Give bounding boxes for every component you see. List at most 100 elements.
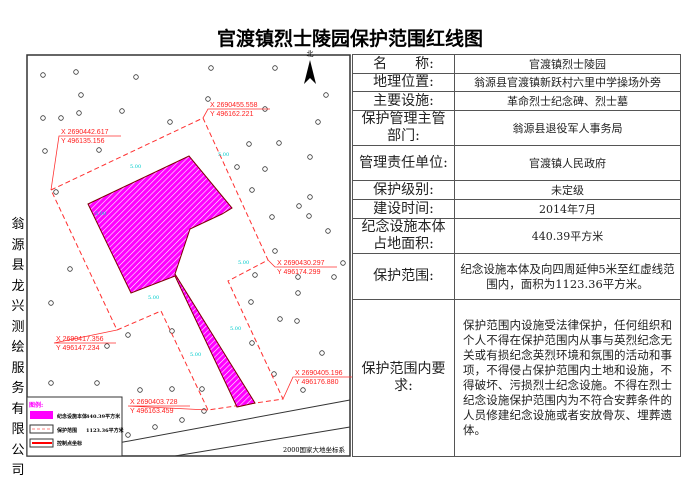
- coord-x: X 2690417.356: [56, 336, 104, 343]
- grave-circle: [94, 380, 100, 386]
- row-label: 建设时间:: [352, 199, 455, 219]
- grave-circle: [315, 119, 321, 125]
- memorial-facility: [87, 155, 256, 408]
- row-value: 2014年7月: [454, 199, 681, 219]
- grave-circle: [307, 154, 313, 160]
- coord-x: X 2690442.617: [61, 129, 109, 136]
- grave-circle: [73, 69, 79, 75]
- grave-circle: [169, 328, 175, 334]
- grave-circle: [277, 316, 283, 322]
- row-label: 保护范围:: [352, 253, 455, 300]
- grave-circle: [234, 164, 240, 170]
- offset-label: 5.00: [130, 164, 141, 170]
- table-row: 纪念设施本体占地面积:440.39平方米: [352, 218, 681, 254]
- offset-label: 5.00: [238, 260, 249, 266]
- grave-circle: [276, 140, 282, 146]
- row-value: 440.39平方米: [454, 218, 681, 254]
- grave-circle: [48, 380, 54, 386]
- offset-label: 5.00: [218, 152, 229, 158]
- grave-circle: [125, 332, 131, 338]
- grave-circle: [262, 166, 268, 172]
- coord-y: Y 496176.880: [295, 379, 339, 386]
- grave-circle: [296, 203, 302, 209]
- coord-x: X 2690405.196: [295, 370, 343, 377]
- map-frame: [26, 54, 351, 457]
- control-point-label: X 2690455.558 Y 496162.221: [202, 102, 270, 119]
- info-table: 名 称:官渡镇烈士陵园地理位置:翁源县官渡镇新跃村六里中学操场外旁主要设施:革命…: [352, 54, 681, 457]
- legend-facility-label: 纪念设施本体: [57, 413, 88, 420]
- grave-circle: [248, 299, 254, 305]
- grave-circle: [252, 272, 258, 278]
- legend-boundary-value: 1123.36平方米: [86, 427, 125, 434]
- row-value: 翁源县官渡镇新跃村六里中学操场外旁: [454, 73, 681, 92]
- page-title: 官渡镇烈士陵园保护范围红线图: [216, 28, 483, 50]
- row-value: 未定级: [454, 180, 681, 200]
- row-label: 保护管理主管部门:: [352, 110, 455, 146]
- grave-circle: [169, 386, 175, 392]
- table-row: 保护管理主管部门:翁源县退役军人事务局: [352, 110, 681, 146]
- grave-circle: [199, 386, 205, 392]
- control-point-label: X 2690417.356 Y 496147.234: [53, 329, 118, 352]
- crs-label: 2000国家大地坐标系: [283, 445, 346, 454]
- table-row: 建设时间:2014年7月: [352, 199, 681, 219]
- row-label: 地理位置:: [352, 73, 455, 92]
- coord-x: X 2690403.728: [130, 399, 178, 406]
- grave-circle: [208, 65, 214, 71]
- offset-label: 5.00: [95, 211, 106, 217]
- coord-y: Y 496135.156: [61, 138, 105, 145]
- row-label: 名 称:: [352, 54, 455, 74]
- row-label: 保护级别:: [352, 180, 455, 200]
- north-arrow-icon: 北: [304, 50, 316, 84]
- control-point-label: X 2690430.297 Y 496174.299: [267, 259, 337, 276]
- grave-circle: [179, 417, 185, 423]
- grave-circle: [48, 300, 54, 306]
- grave-circle: [205, 96, 211, 102]
- table-row: 主要设施:革命烈士纪念碑、烈士墓: [352, 91, 681, 111]
- grave-circle: [325, 228, 331, 234]
- offset-label: 5.00: [190, 352, 201, 358]
- grave-circle: [58, 115, 64, 121]
- grave-circle: [133, 74, 139, 80]
- row-label: 管理责任单位:: [352, 145, 455, 181]
- north-label: 北: [307, 50, 314, 58]
- grave-circle: [300, 387, 306, 393]
- grave-circle: [319, 350, 325, 356]
- row-label: 主要设施:: [352, 91, 455, 111]
- grave-markers: [40, 65, 346, 438]
- grave-circle: [78, 92, 84, 98]
- row-value: 保护范围内设施受法律保护，任何组织和个人不得在保护范围内从事与英烈纪念无关或有损…: [454, 299, 681, 457]
- coord-y: Y 496174.299: [277, 269, 321, 276]
- grave-circle: [201, 408, 207, 414]
- grave-circle: [340, 260, 346, 266]
- row-label: 保护范围内要求:: [352, 299, 455, 457]
- row-value: 官渡镇人民政府: [454, 145, 681, 181]
- coord-y: Y 496162.221: [210, 111, 254, 118]
- grave-circle: [119, 108, 125, 114]
- grave-circle: [53, 189, 59, 195]
- grave-circle: [96, 147, 102, 153]
- row-value: 纪念设施本体及向四周延伸5米至红虚线范围内，面积为1123.36平方米。: [454, 253, 681, 300]
- table-row: 地理位置:翁源县官渡镇新跃村六里中学操场外旁: [352, 73, 681, 92]
- coord-x: X 2690430.297: [277, 260, 325, 267]
- row-label: 纪念设施本体占地面积:: [352, 218, 455, 254]
- grave-circle: [249, 187, 255, 193]
- row-value: 翁源县退役军人事务局: [454, 110, 681, 146]
- offset-label: 5.00: [148, 295, 159, 301]
- control-point-label: X 2690442.617 Y 496135.156: [50, 129, 121, 191]
- legend: 图例: 纪念设施本体 440.39平方米 保护范围 1123.36平方米 控制点…: [26, 396, 125, 457]
- grave-circle: [295, 274, 301, 280]
- control-point-label: X 2690405.196 Y 496176.880: [282, 370, 352, 400]
- grave-circle: [307, 194, 313, 200]
- site-map: X 2690455.558 Y 496162.221 X 2690442.617…: [26, 50, 352, 457]
- grave-circle: [246, 141, 252, 147]
- road: [117, 399, 351, 457]
- table-row: 保护范围内要求:保护范围内设施受法律保护，任何组织和个人不得在保护范围内从事与英…: [352, 299, 681, 457]
- grave-circle: [323, 92, 329, 98]
- coord-x: X 2690455.558: [210, 102, 258, 109]
- grave-circle: [40, 72, 46, 78]
- grave-circle: [272, 248, 278, 254]
- row-value: 革命烈士纪念碑、烈士墓: [454, 91, 681, 111]
- table-row: 保护级别:未定级: [352, 180, 681, 200]
- coord-y: Y 496163.459: [130, 408, 174, 415]
- legend-control-label: 控制点坐标: [57, 440, 82, 447]
